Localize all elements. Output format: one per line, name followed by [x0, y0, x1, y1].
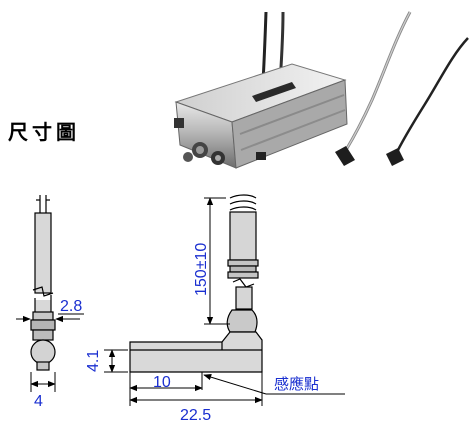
- dim-head-width: 4: [34, 393, 43, 410]
- sensors-photo: [335, 11, 469, 166]
- dim-height: 4.1: [85, 350, 102, 372]
- dim-sensing-distance: 10: [153, 374, 171, 391]
- dim-total-length: 22.5: [180, 407, 211, 424]
- dimension-lines: [16, 197, 345, 406]
- sensor-side-view: [30, 195, 56, 371]
- dim-cable-length: 150±10: [193, 243, 210, 296]
- sensing-point-label: 感應點: [274, 375, 319, 393]
- sensor-front-view: [129, 194, 263, 373]
- dim-wire-width: 2.8: [60, 298, 82, 315]
- cylinder-photo: [174, 11, 348, 169]
- page-title: 尺寸圖: [8, 120, 80, 144]
